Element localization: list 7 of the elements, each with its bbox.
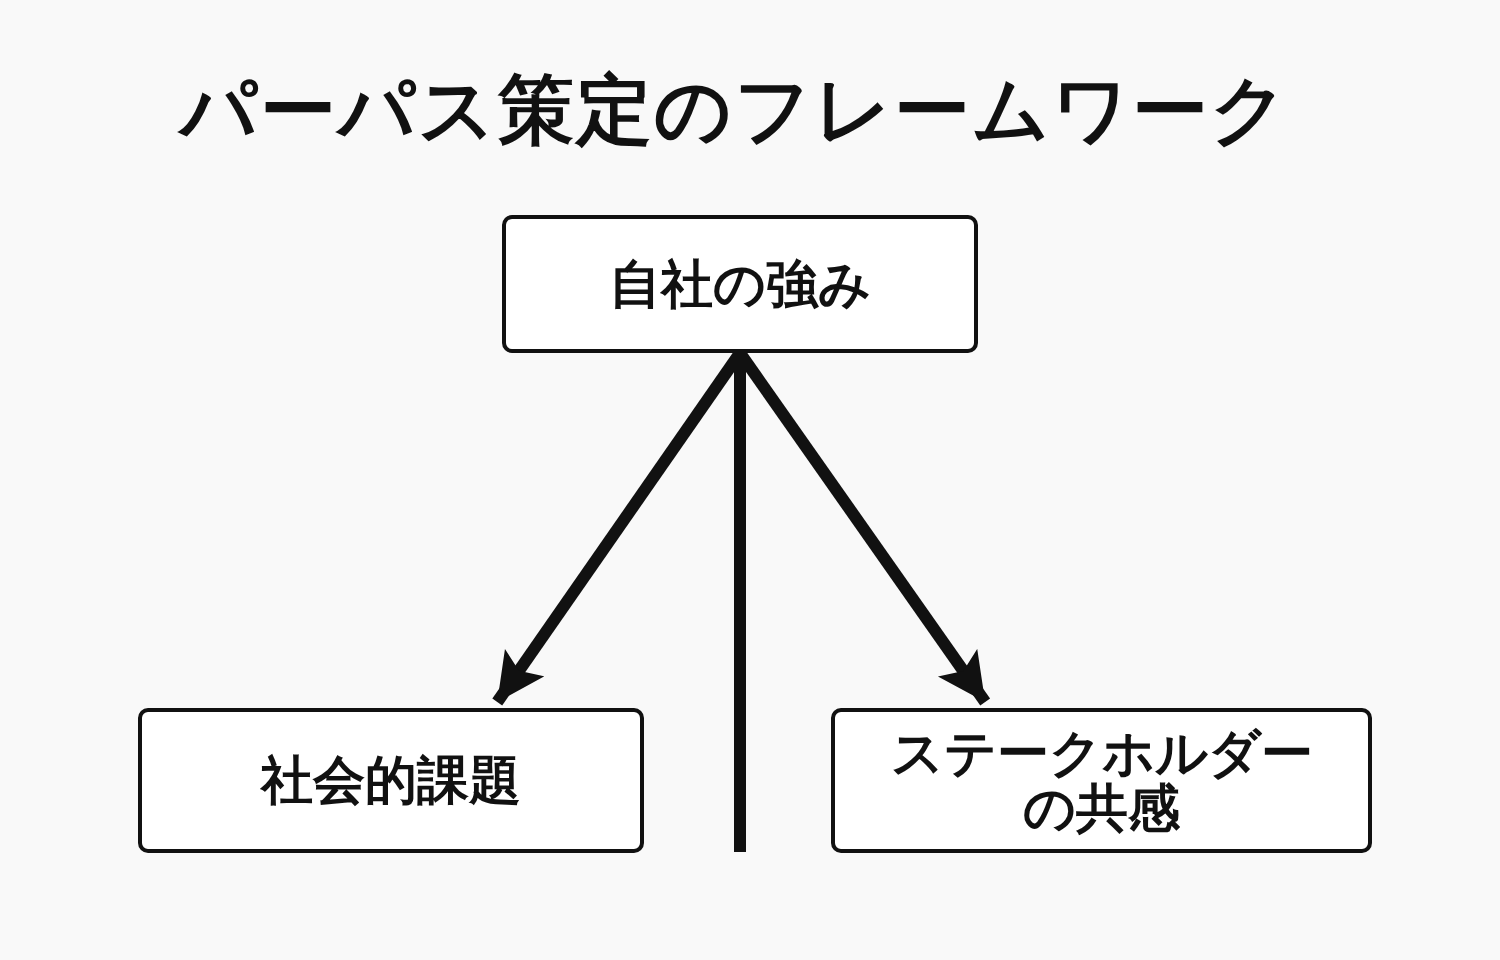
diagram-title: パーパス策定のフレームワーク — [150, 60, 1320, 163]
text-box — [502, 215, 978, 353]
node-label: 自社の強み — [609, 256, 871, 312]
node-label: 社会的課題 — [261, 753, 521, 808]
text-box — [138, 708, 644, 853]
text-box — [831, 708, 1372, 853]
node-label: ステークホルダーの共感 — [889, 725, 1314, 836]
